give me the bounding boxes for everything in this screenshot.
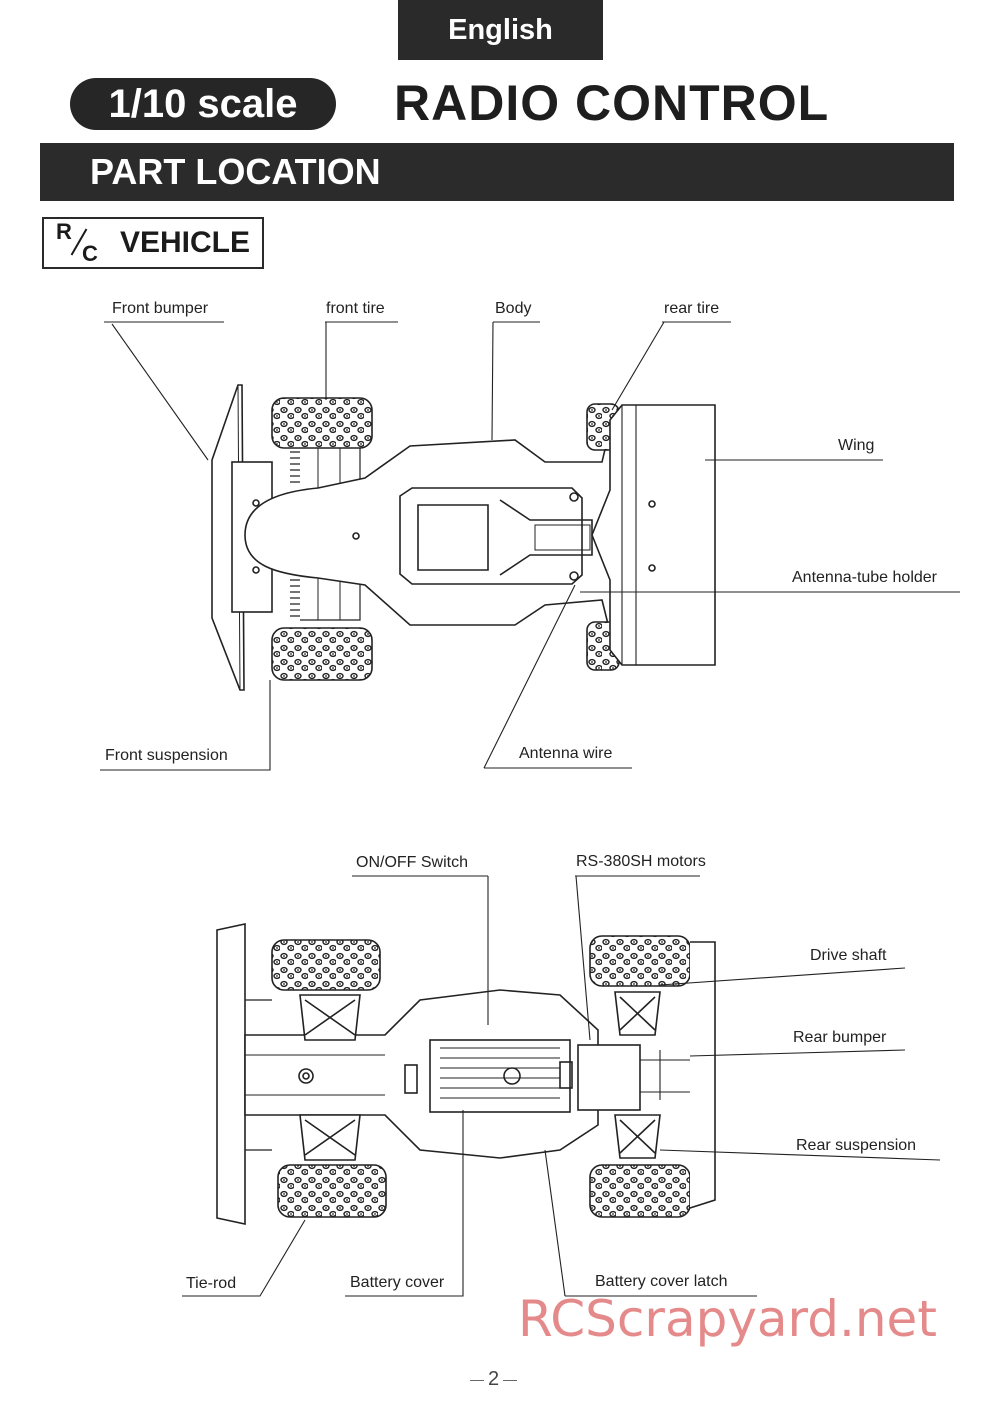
motor-housing [577,1044,641,1111]
front-suspension-arm-right [299,1114,361,1161]
label-antenna-wire: Antenna wire [519,745,613,762]
rear-suspension-arm-left [614,991,661,1036]
section-heading: PART LOCATION [40,143,954,201]
subsection-title: VEHICLE [120,226,251,259]
label-front-bumper: Front bumper [112,300,209,317]
scale-badge: 1/10 scale [70,78,336,130]
top-view-leaders [100,321,960,771]
top-view-car [211,384,716,691]
label-front-tire: front tire [326,300,385,317]
bottom-view-car [216,923,716,1225]
label-front-suspension: Front suspension [105,747,228,764]
subsection-heading: R C VEHICLE [42,217,264,269]
label-rear-bumper: Rear bumper [793,1029,887,1046]
label-drive-shaft: Drive shaft [810,947,887,964]
body-shell [244,419,613,641]
bottom-rear-tire-top [589,935,691,987]
label-antenna-tube-holder: Antenna-tube holder [792,569,937,586]
label-on-off-switch: ON/OFF Switch [356,854,469,871]
front-suspension-arm-left [299,994,361,1041]
label-body: Body [495,300,532,317]
language-tab: English [398,0,603,60]
page-number: 2 [469,1368,518,1390]
rc-symbol-r: R [56,219,72,244]
label-wing: Wing [838,437,875,454]
front-bumper-bottom [216,923,246,1225]
bottom-rear-tire-bottom [589,1164,691,1218]
bottom-front-tire-top [271,939,381,991]
watermark: RCScrapyard.net [518,1290,937,1348]
page-title: RADIO CONTROL [394,75,830,131]
front-tire-left [271,397,373,449]
rear-wing-edge [689,941,716,1209]
label-battery-cover-latch: Battery cover latch [595,1273,728,1290]
rc-symbol-c: C [82,241,98,266]
label-rear-suspension: Rear suspension [796,1137,917,1154]
battery-cover-shape [429,1039,571,1113]
front-tire-right [271,627,373,681]
bottom-front-tire-bottom [277,1164,387,1218]
bottom-view-leaders [182,875,941,1297]
label-motors: RS-380SH motors [576,853,706,870]
wing-shape [591,404,716,666]
label-rear-tire: rear tire [664,300,720,317]
front-spring-upper [290,445,300,483]
rear-suspension-arm-right [614,1114,661,1159]
front-spring-lower [290,579,300,617]
chassis-outline [244,989,599,1159]
label-battery-cover: Battery cover [350,1274,445,1291]
rc-symbol: R C [54,219,112,266]
label-tie-rod: Tie-rod [186,1275,237,1292]
